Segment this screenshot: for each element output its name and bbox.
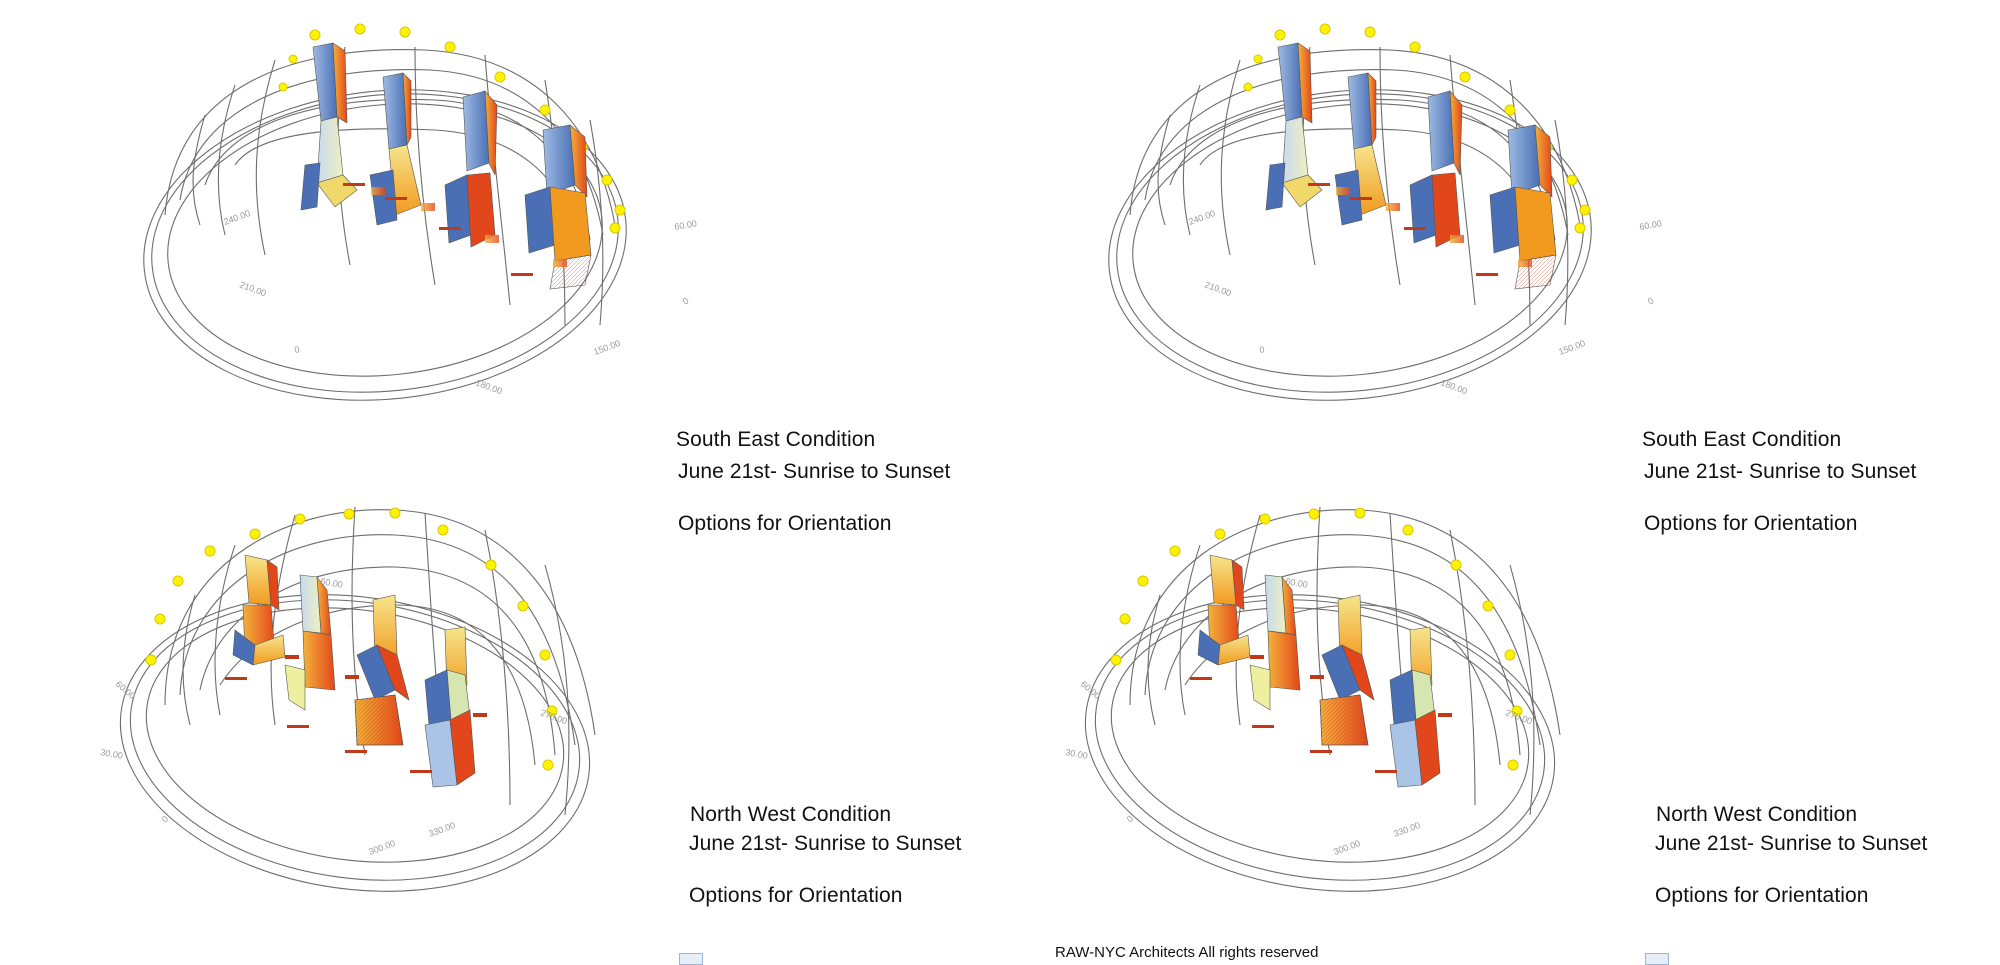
caption-date-nw-left: June 21st- Sunrise to Sunset	[689, 832, 962, 855]
caption-options-se-right: Options for Orientation	[1644, 512, 1858, 535]
sun-dome-south-east-right	[1092, 23, 1664, 425]
copyright-footer: RAW-NYC Architects All rights reserved	[1055, 944, 1319, 961]
corner-mark-left	[679, 953, 703, 965]
caption-date-nw-right: June 21st- Sunrise to Sunset	[1655, 832, 1928, 855]
corner-mark-right	[1645, 953, 1669, 965]
caption-date-se-right: June 21st- Sunrise to Sunset	[1644, 460, 1917, 483]
caption-title-se-right: South East Condition	[1642, 428, 1842, 451]
sun-dome-north-west-right	[1064, 506, 1575, 921]
caption-options-nw-left: Options for Orientation	[689, 884, 903, 907]
caption-options-se-left: Options for Orientation	[678, 512, 892, 535]
caption-title-nw-right: North West Condition	[1656, 803, 1858, 826]
sun-dome-south-east-left	[127, 23, 699, 425]
caption-title-nw-left: North West Condition	[690, 803, 892, 826]
sun-dome-north-west-left	[99, 506, 610, 921]
caption-options-nw-right: Options for Orientation	[1655, 884, 1869, 907]
caption-title-se-left: South East Condition	[676, 428, 876, 451]
caption-date-se-left: June 21st- Sunrise to Sunset	[678, 460, 951, 483]
